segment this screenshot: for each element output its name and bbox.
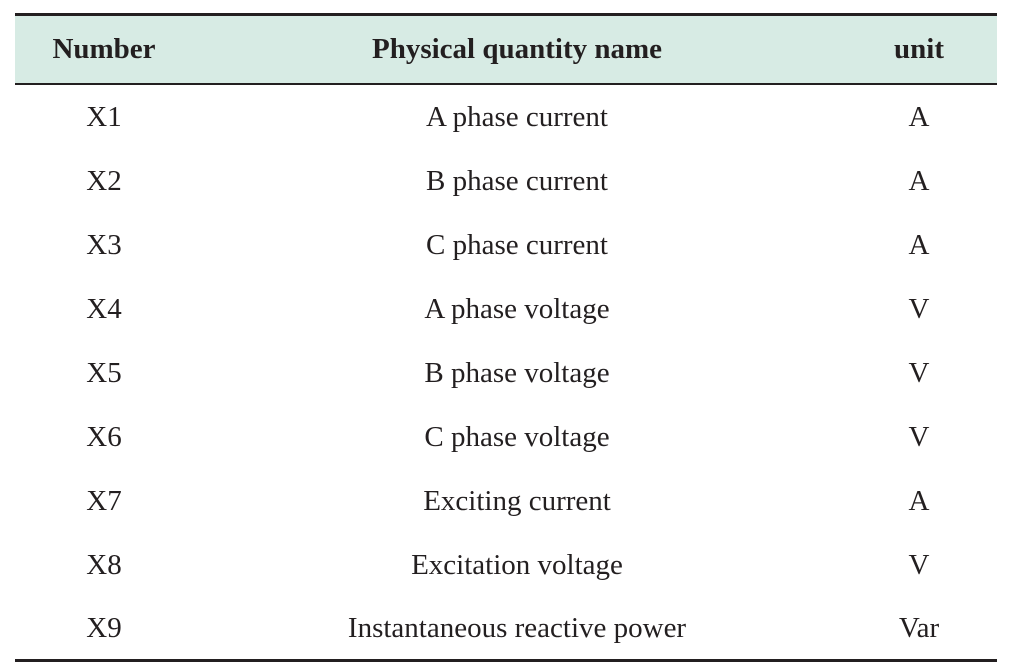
cell-number: X9	[15, 597, 193, 662]
cell-unit: V	[908, 420, 930, 453]
cell-unit: A	[908, 100, 930, 133]
cell-quantity-name: A phase current	[426, 100, 608, 133]
cell-quantity-name: C phase voltage	[424, 420, 610, 453]
table-row: X2 B phase current A	[15, 149, 997, 213]
cell-number: X3	[86, 228, 122, 261]
table-row: X3 C phase current A	[15, 213, 997, 277]
cell-unit: A	[908, 228, 930, 261]
cell-quantity-name: C phase current	[426, 228, 608, 261]
physical-quantity-table: Number Physical quantity name unit X1 A …	[15, 13, 997, 662]
cell-number: X6	[86, 420, 122, 453]
cell-quantity-name: Instantaneous reactive power	[193, 597, 841, 662]
table-body: X1 A phase current A X2 B phase current …	[15, 84, 997, 662]
cell-quantity-name: Excitation voltage	[411, 548, 623, 581]
cell-number: X5	[86, 356, 122, 389]
table-row: X8 Excitation voltage V	[15, 533, 997, 597]
cell-unit: V	[908, 356, 930, 389]
table-row: X4 A phase voltage V	[15, 277, 997, 341]
quantity-table-container: Number Physical quantity name unit X1 A …	[15, 13, 997, 662]
cell-quantity-name: B phase current	[426, 164, 608, 197]
cell-unit: V	[908, 292, 930, 325]
cell-unit: V	[908, 548, 930, 581]
header-number: Number	[15, 13, 193, 85]
cell-quantity-name: B phase voltage	[424, 356, 610, 389]
header-unit: unit	[841, 13, 997, 85]
table-row: X7 Exciting current A	[15, 469, 997, 533]
header-row: Number Physical quantity name unit	[15, 13, 997, 85]
header-physical-quantity-name: Physical quantity name	[193, 13, 841, 85]
table-row: X1 A phase current A	[15, 84, 997, 149]
cell-quantity-name: Exciting current	[423, 484, 611, 517]
cell-unit: Var	[841, 597, 997, 662]
table-row: X5 B phase voltage V	[15, 341, 997, 405]
table-header: Number Physical quantity name unit	[15, 13, 997, 85]
table-row: X6 C phase voltage V	[15, 405, 997, 469]
cell-number: X8	[86, 548, 122, 581]
cell-number: X7	[86, 484, 122, 517]
cell-unit: A	[908, 164, 930, 197]
cell-quantity-name: A phase voltage	[424, 292, 610, 325]
table-row: X9 Instantaneous reactive power Var	[15, 597, 997, 662]
cell-number: X2	[86, 164, 122, 197]
cell-unit: A	[908, 484, 930, 517]
cell-number: X4	[86, 292, 122, 325]
cell-number: X1	[86, 100, 122, 133]
